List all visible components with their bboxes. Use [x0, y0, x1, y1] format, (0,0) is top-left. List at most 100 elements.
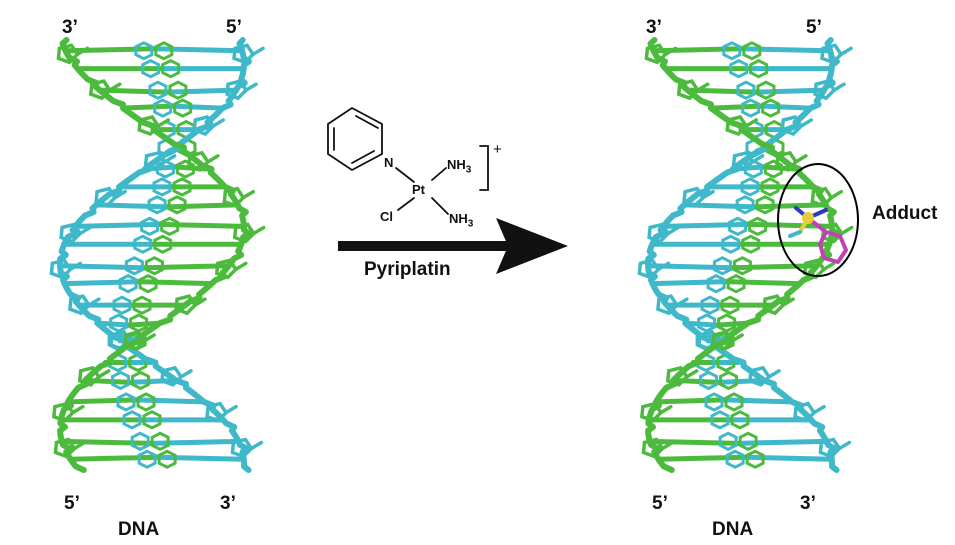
right-strand-green-sugar	[665, 365, 690, 387]
left-base-ring	[161, 58, 181, 79]
left-rung-green	[63, 46, 157, 54]
left-base-ring	[130, 431, 150, 452]
left-strand-green-sugar	[222, 186, 246, 208]
right-base-ring	[740, 177, 760, 197]
right-strand-green-sugar	[641, 437, 665, 459]
right-strand-cyan-branch	[839, 46, 853, 57]
right-strand-cyan-sugar	[637, 258, 661, 280]
right-strand-cyan-sugar	[656, 294, 680, 316]
atom-nh3-top-sub: 3	[465, 164, 472, 176]
left-rung-green	[135, 279, 215, 287]
right-strand-green-branch	[839, 225, 854, 236]
right-strand-cyan-branch	[666, 225, 680, 236]
left-base-ring	[147, 195, 167, 215]
left-base-ring	[172, 177, 192, 197]
right-base-ring	[730, 410, 750, 430]
left-strand-green-sugar	[77, 365, 102, 387]
right-rung-green	[655, 454, 748, 462]
right-strand-green-branch	[730, 333, 744, 343]
right-strand-green-sugar	[711, 330, 735, 352]
left-base-ring	[131, 370, 151, 391]
left-rung-green	[67, 454, 160, 462]
left-base-ring	[134, 41, 154, 61]
right-rung-green	[653, 397, 727, 405]
left-strand-green-branch	[251, 225, 266, 236]
left-strand-cyan-branch	[244, 82, 258, 92]
left-strand-green-sugar	[53, 437, 77, 459]
left-strand-cyan-branch	[251, 46, 265, 57]
arrow-head	[496, 218, 568, 274]
left-base-ring	[168, 80, 188, 100]
right-base-ring	[763, 159, 783, 179]
left-base-ring	[148, 80, 168, 100]
bond-n-pt	[395, 167, 415, 183]
right-base-ring	[741, 98, 761, 118]
left-strand-cyan-sugar	[230, 437, 254, 459]
right-rung-cyan	[682, 320, 720, 328]
left-strand-cyan-sugar	[225, 79, 249, 101]
left-strand-green-sugar	[137, 115, 161, 137]
right-strand-green-sugar	[676, 79, 701, 101]
adduct-pt-atom	[802, 212, 814, 224]
right-strand-green-branch	[696, 82, 710, 92]
left-rung-green	[65, 397, 139, 405]
right-base-ring	[706, 273, 726, 294]
left-base-ring	[111, 370, 131, 391]
left-strand-green-branch	[108, 82, 122, 92]
left-rung-cyan	[94, 320, 132, 328]
right-strand-green	[645, 37, 840, 473]
left-rung-cyan	[128, 377, 179, 385]
right-base-ring	[749, 58, 769, 79]
right-rung-cyan	[753, 87, 827, 95]
right-strand-green-branch	[663, 46, 678, 57]
left-strand-green-branch	[193, 297, 207, 307]
left-strand-cyan-sugar	[143, 150, 167, 172]
left-strand-cyan-sugar	[94, 186, 118, 208]
right-base-ring	[735, 195, 755, 215]
right-strand-green-sugar	[775, 150, 799, 172]
left-strand-green-branch	[142, 333, 156, 343]
right-base-ring	[710, 410, 730, 430]
right-strand-green-sugar	[802, 258, 827, 280]
right-strand-cyan-sugar	[820, 43, 844, 65]
pyridine-ring	[327, 106, 383, 172]
left-base-ring	[175, 159, 195, 179]
right-strand-cyan-branch	[832, 82, 846, 92]
left-base-ring	[122, 410, 142, 430]
left-rung-green	[157, 221, 247, 229]
left-base-ring	[136, 392, 156, 412]
left-base-ring	[140, 216, 160, 237]
right-base-ring	[732, 256, 752, 276]
left-rung-green	[120, 103, 176, 111]
left-base-ring	[116, 392, 136, 412]
atom-nh3-top-text: NH	[447, 157, 466, 172]
adduct-circle	[777, 163, 859, 277]
right-bottom-5prime: 5’	[652, 493, 668, 514]
right-rung-green	[723, 279, 803, 287]
left-rung-cyan	[151, 46, 245, 54]
right-base-ring	[699, 370, 719, 391]
charge-sign: +	[493, 141, 502, 158]
pyriplatin-structure	[327, 106, 489, 215]
dna-helix-right	[637, 37, 854, 473]
right-strand-cyan-sugar	[793, 401, 817, 423]
right-rung-cyan	[650, 279, 729, 287]
right-strand-cyan-branch	[799, 118, 813, 128]
left-strand-green-sugar	[51, 401, 76, 423]
left-dna-caption: DNA	[118, 519, 160, 540]
right-strand-cyan-sugar	[647, 222, 671, 244]
left-strand-cyan-branch	[211, 118, 225, 128]
left-base-ring	[133, 234, 153, 254]
right-strand-cyan-sugar	[818, 437, 842, 459]
charge-bracket	[479, 145, 489, 191]
right-top-3prime: 3’	[646, 17, 662, 38]
left-strand-green-branch	[241, 189, 256, 200]
right-strand-green-branch	[781, 297, 795, 307]
atom-pt: Pt	[412, 182, 425, 197]
right-strand-green-sugar	[810, 186, 834, 208]
left-bottom-5prime: 5’	[64, 493, 80, 514]
right-strand-cyan	[645, 37, 840, 473]
ring-double-bond-3	[351, 150, 375, 164]
right-rung-green	[647, 438, 741, 446]
